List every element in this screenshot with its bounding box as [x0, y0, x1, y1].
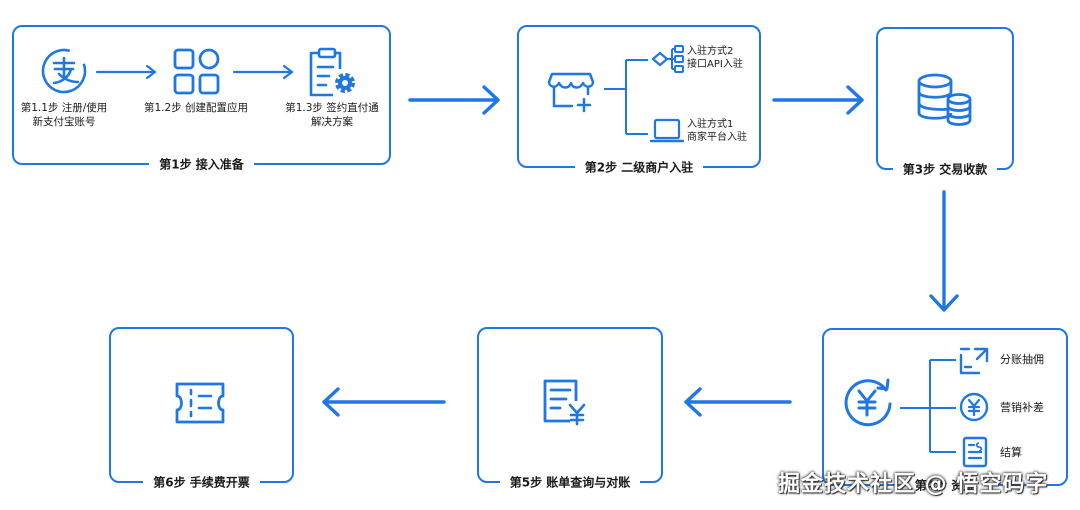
arrow-step5-to-step6 [322, 387, 446, 417]
fund-item-marketing: 营销补差 [1000, 401, 1044, 414]
arrow-right-small-2 [232, 64, 294, 80]
method2-text: 入驻方式2 接口API入驻 [687, 46, 743, 70]
split-share-icon [959, 347, 989, 375]
substep-1-3-text: 第1.3步 签约直付通 解决方案 [285, 102, 379, 128]
app-grid-icon [173, 48, 220, 95]
substep-1-2-text: 第1.2步 创建配置应用 [143, 102, 249, 114]
contract-gear-icon [309, 47, 355, 97]
api-tree-icon [651, 45, 684, 73]
statement-icon [962, 436, 988, 468]
arrow-step1-to-step2 [408, 85, 500, 115]
step4-branch-lines [900, 359, 956, 453]
ticket-icon [175, 382, 225, 424]
step3-label: 第3步 交易收款 [892, 162, 998, 177]
yuan-cycle-icon [844, 378, 892, 427]
substep-1-1-text: 第1.1步 注册/使用 新支付宝账号 [20, 102, 108, 128]
arrow-step4-to-step5 [684, 387, 792, 417]
method1-text: 入驻方式1 商家平台入驻 [687, 119, 747, 143]
bill-yuan-icon [543, 379, 586, 426]
fund-item-split: 分账抽佣 [1000, 353, 1044, 366]
yuan-coin-icon [959, 392, 989, 422]
arrow-right-small-1 [95, 64, 157, 80]
database-coins-icon [917, 73, 972, 126]
store-add-icon [547, 72, 595, 113]
alipay-icon [41, 48, 87, 94]
step2-branch-lines [604, 59, 648, 135]
fund-item-settlement: 结算 [1000, 446, 1022, 459]
step1-label: 第1步 接入准备 [149, 157, 254, 172]
watermark-text: 掘金技术社区 @ 悟空码字 [778, 472, 1049, 497]
step6-label: 第6步 手续费开票 [143, 475, 260, 490]
laptop-icon [649, 118, 685, 143]
arrow-step3-to-step4 [929, 190, 959, 312]
step2-label: 第2步 二级商户入驻 [574, 160, 704, 175]
step5-label: 第5步 账单查询与对账 [499, 475, 641, 490]
arrow-step2-to-step3 [772, 85, 864, 115]
